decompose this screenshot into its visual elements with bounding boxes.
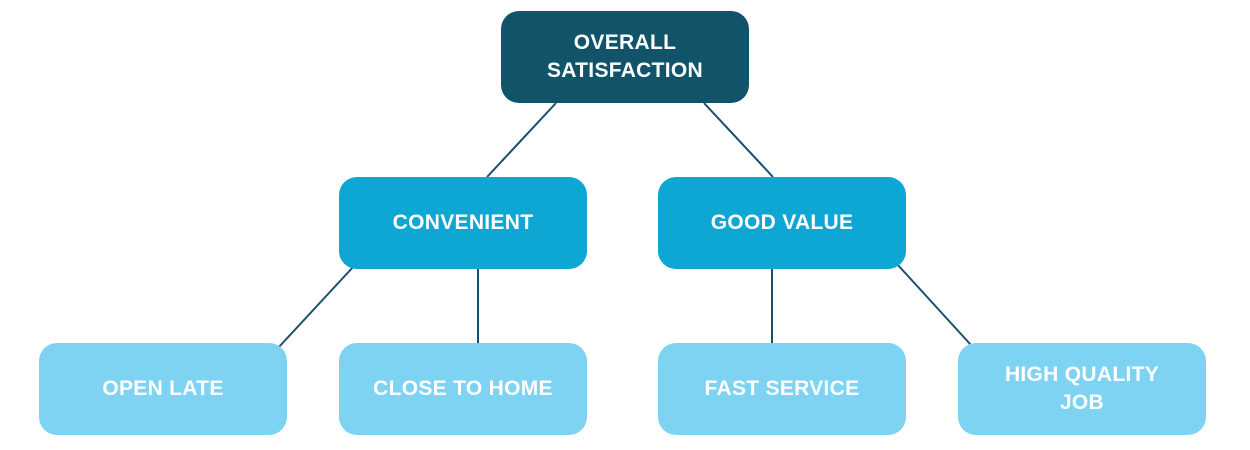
connector-root-convenient (486, 102, 557, 178)
node-close-to-home-label: CLOSE TO HOME (373, 377, 553, 400)
node-overall-satisfaction-label: OVERALL SATISFACTION (547, 29, 703, 85)
node-good-value: GOOD VALUE (658, 177, 906, 269)
node-convenient: CONVENIENT (339, 177, 587, 269)
connector-root-good-value (703, 102, 774, 178)
node-convenient-label: CONVENIENT (392, 211, 534, 234)
node-fast-service-label: FAST SERVICE (704, 377, 860, 400)
node-label-line: HIGH QUALITY (1004, 363, 1160, 386)
connector-convenient-open-late (277, 265, 355, 349)
node-label-line: SATISFACTION (546, 59, 704, 82)
node-overall-satisfaction: OVERALL SATISFACTION (501, 11, 749, 103)
node-open-late-label: OPEN LATE (102, 377, 224, 400)
node-good-value-label: GOOD VALUE (710, 211, 854, 234)
node-open-late: OPEN LATE (39, 343, 287, 435)
node-close-to-home: CLOSE TO HOME (339, 343, 587, 435)
node-high-quality-job-label: HIGH QUALITY JOB (1005, 361, 1159, 417)
node-fast-service: FAST SERVICE (658, 343, 906, 435)
connector-good-value-high-quality-job (896, 263, 972, 346)
node-label-line: OVERALL (573, 31, 677, 54)
node-high-quality-job: HIGH QUALITY JOB (958, 343, 1206, 435)
node-label-line: JOB (1059, 391, 1105, 414)
